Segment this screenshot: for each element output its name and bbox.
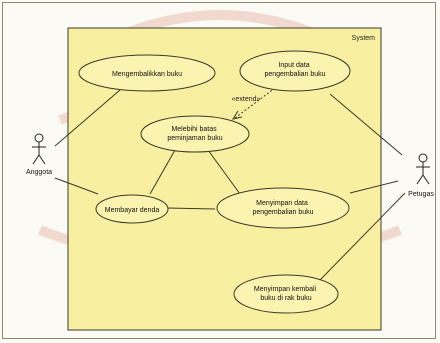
use-case-label-menyimpan-data: Menyimpan data pengembalian buku bbox=[252, 200, 313, 216]
diagram-frame bbox=[2, 2, 436, 339]
use-case-input-data bbox=[239, 50, 351, 92]
actor-anggota-label: Anggota bbox=[26, 169, 52, 176]
assoc-membayar-melebihi bbox=[149, 149, 176, 195]
use-case-label-melebihi: Melebihi batas peminjaman buku bbox=[167, 126, 222, 142]
extend-label: «extend» bbox=[232, 96, 261, 103]
actor-anggota-head bbox=[34, 133, 44, 143]
extend-arrowhead bbox=[231, 110, 243, 120]
use-case-melebihi bbox=[140, 115, 250, 153]
use-case-mengembalikan bbox=[78, 54, 216, 92]
actor-anggota bbox=[32, 133, 46, 165]
use-case-label-mengembalikan: Mengembalikkan buku bbox=[112, 71, 182, 78]
assoc-membayar-menyimpan-data bbox=[166, 207, 216, 210]
assoc-petugas-menyimpan-data bbox=[349, 180, 399, 194]
actor-petugas-label: Petugas bbox=[408, 191, 434, 198]
assoc-petugas-input-data bbox=[329, 93, 403, 156]
assoc-melebihi-menyimpan-data bbox=[207, 149, 241, 195]
assoc-anggota-membayar bbox=[54, 177, 99, 195]
use-case-label-menyimpan-kembali: Menyimpan kembali buku di rak buku bbox=[254, 286, 318, 302]
assoc-anggota-mengembalikan bbox=[54, 89, 121, 147]
use-case-label-membayar: Membayar denda bbox=[105, 207, 160, 214]
use-case-membayar bbox=[95, 194, 169, 224]
use-case-menyimpan-kembali bbox=[233, 274, 339, 314]
use-case-menyimpan-data bbox=[216, 187, 350, 229]
actor-petugas-head bbox=[418, 153, 428, 163]
actor-petugas bbox=[416, 153, 430, 185]
assoc-petugas-menyimpan-kembali bbox=[319, 192, 406, 281]
use-case-label-input-data: Input data pengembalian buku bbox=[264, 62, 325, 78]
extend-dependency bbox=[234, 87, 276, 119]
system-label: System bbox=[352, 35, 376, 42]
